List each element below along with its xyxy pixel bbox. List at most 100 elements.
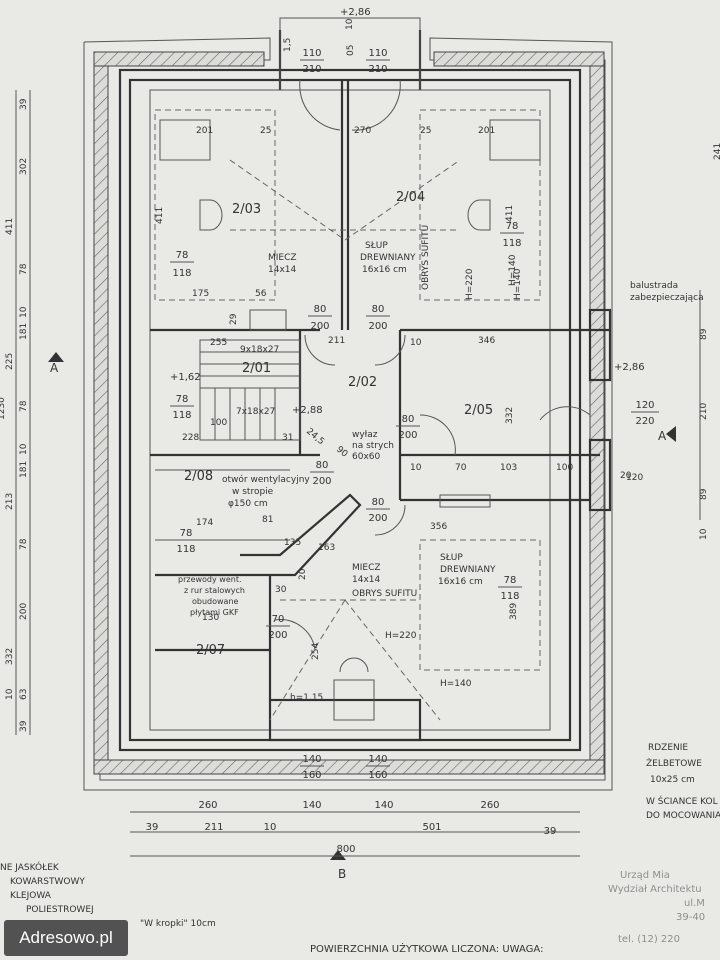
svg-text:10: 10 <box>699 528 709 540</box>
h115: h=1,15 <box>290 693 323 703</box>
h140-bot: H=140 <box>440 679 472 689</box>
svg-text:200: 200 <box>19 603 29 620</box>
svg-text:10: 10 <box>264 822 277 833</box>
svg-text:10x25 cm: 10x25 cm <box>650 775 695 785</box>
svg-text:78: 78 <box>176 394 189 405</box>
svg-text:RDZENIE: RDZENIE <box>648 743 688 753</box>
svg-text:211: 211 <box>328 336 345 346</box>
svg-text:140: 140 <box>302 800 321 811</box>
wylaz-size: 60x60 <box>352 452 381 462</box>
stair-size-lower: 7x18x27 <box>236 407 275 417</box>
room-2-04: 2/04 <box>396 190 425 205</box>
svg-text:39: 39 <box>544 826 557 837</box>
svg-text:39: 39 <box>19 98 29 110</box>
svg-text:110: 110 <box>302 48 321 59</box>
slup-top-label-2: DREWNIANY <box>360 253 416 263</box>
obrys-bot: OBRYS SUFITU <box>352 589 417 599</box>
svg-text:130: 130 <box>202 613 219 623</box>
svg-text:181: 181 <box>19 461 29 478</box>
przewody-label: przewody went. <box>178 575 242 584</box>
svg-text:140: 140 <box>302 754 321 765</box>
slup-bot-label-2: DREWNIANY <box>440 565 496 575</box>
interior-walls <box>150 80 612 700</box>
svg-text:411: 411 <box>155 207 165 224</box>
svg-text:70: 70 <box>455 463 467 473</box>
roof-outline <box>83 37 613 791</box>
svg-text:Wydział Architektu: Wydział Architektu <box>608 884 702 895</box>
svg-text:120: 120 <box>635 400 654 411</box>
otwor-label-2: w stropie <box>232 487 274 497</box>
svg-text:200: 200 <box>368 321 387 332</box>
level-stair: +2,88 <box>292 405 323 416</box>
room-2-05: 2/05 <box>464 403 493 418</box>
przewody-label-2: z rur stalowych <box>184 586 245 595</box>
bottom-dimensions: 260 140 140 260 39 211 10 501 39 800 <box>130 800 580 857</box>
svg-text:80: 80 <box>316 460 329 471</box>
svg-text:118: 118 <box>502 238 521 249</box>
inner-dimensions: 201 25 201 25 270 175 56 255 211 346 228… <box>155 126 632 660</box>
svg-text:118: 118 <box>172 268 191 279</box>
svg-text:H=140: H=140 <box>508 254 518 286</box>
svg-text:118: 118 <box>176 544 195 555</box>
miecz-top-size: 14x14 <box>268 265 297 275</box>
svg-text:KOWARSTWOWY: KOWARSTWOWY <box>10 877 85 887</box>
stamp: Urząd Mia Wydział Architektu ul.M 39-40 … <box>608 870 705 945</box>
staircase <box>199 339 301 441</box>
svg-text:140: 140 <box>368 754 387 765</box>
exterior-walls <box>118 17 582 752</box>
notes-left: NE JASKÓŁEK KOWARSTWOWY KLEJOWA POLIESTR… <box>0 861 216 929</box>
svg-text:332: 332 <box>505 407 515 424</box>
svg-text:356: 356 <box>430 522 447 532</box>
h220-top: H=220 <box>465 268 475 300</box>
svg-text:163: 163 <box>318 543 335 553</box>
svg-text:120: 120 <box>626 473 643 483</box>
svg-text:210: 210 <box>302 64 321 75</box>
svg-text:90: 90 <box>334 445 349 460</box>
svg-text:213: 213 <box>5 493 15 510</box>
svg-text:255: 255 <box>210 338 227 348</box>
svg-text:210: 210 <box>699 403 709 420</box>
svg-text:78: 78 <box>19 263 29 275</box>
section-a-right: A <box>658 429 667 443</box>
svg-text:KLEJOWA: KLEJOWA <box>10 891 52 901</box>
miecz-top-label: MIECZ <box>268 253 297 263</box>
ceiling-outline <box>154 109 541 721</box>
svg-text:89: 89 <box>699 488 709 500</box>
svg-text:200: 200 <box>310 321 329 332</box>
otwor-size: φ150 cm <box>228 499 268 509</box>
svg-text:411: 411 <box>505 205 515 222</box>
footer-text: POWIERZCHNIA UŻYTKOWA LICZONA: UWAGA: <box>310 942 543 955</box>
balustrada-label-2: zabezpieczająca <box>630 293 704 303</box>
svg-text:302: 302 <box>19 158 29 175</box>
miecz-bot-size: 14x14 <box>352 575 381 585</box>
notes-right: RDZENIE ŻELBETOWE 10x25 cm W ŚCIANCE KOL… <box>646 743 720 821</box>
door-swings <box>274 79 591 651</box>
svg-text:25: 25 <box>260 126 271 136</box>
h140-top: H=140 <box>513 268 523 300</box>
svg-text:29: 29 <box>229 313 239 325</box>
svg-text:78: 78 <box>180 528 193 539</box>
svg-text:1230: 1230 <box>0 397 7 420</box>
svg-text:39-40: 39-40 <box>676 912 705 923</box>
svg-text:80: 80 <box>402 414 415 425</box>
wylaz-label: wyłaz <box>352 430 378 440</box>
svg-text:200: 200 <box>368 513 387 524</box>
svg-text:200: 200 <box>398 430 417 441</box>
h220-bot: H=220 <box>385 631 417 641</box>
svg-text:20: 20 <box>620 471 632 481</box>
svg-text:270: 270 <box>354 126 371 136</box>
svg-text:389: 389 <box>509 603 519 620</box>
slup-bot-size: 16x16 cm <box>438 577 483 587</box>
svg-text:63: 63 <box>19 689 29 700</box>
svg-text:ul.M: ul.M <box>684 898 705 909</box>
svg-text:Urząd Mia: Urząd Mia <box>620 870 670 881</box>
